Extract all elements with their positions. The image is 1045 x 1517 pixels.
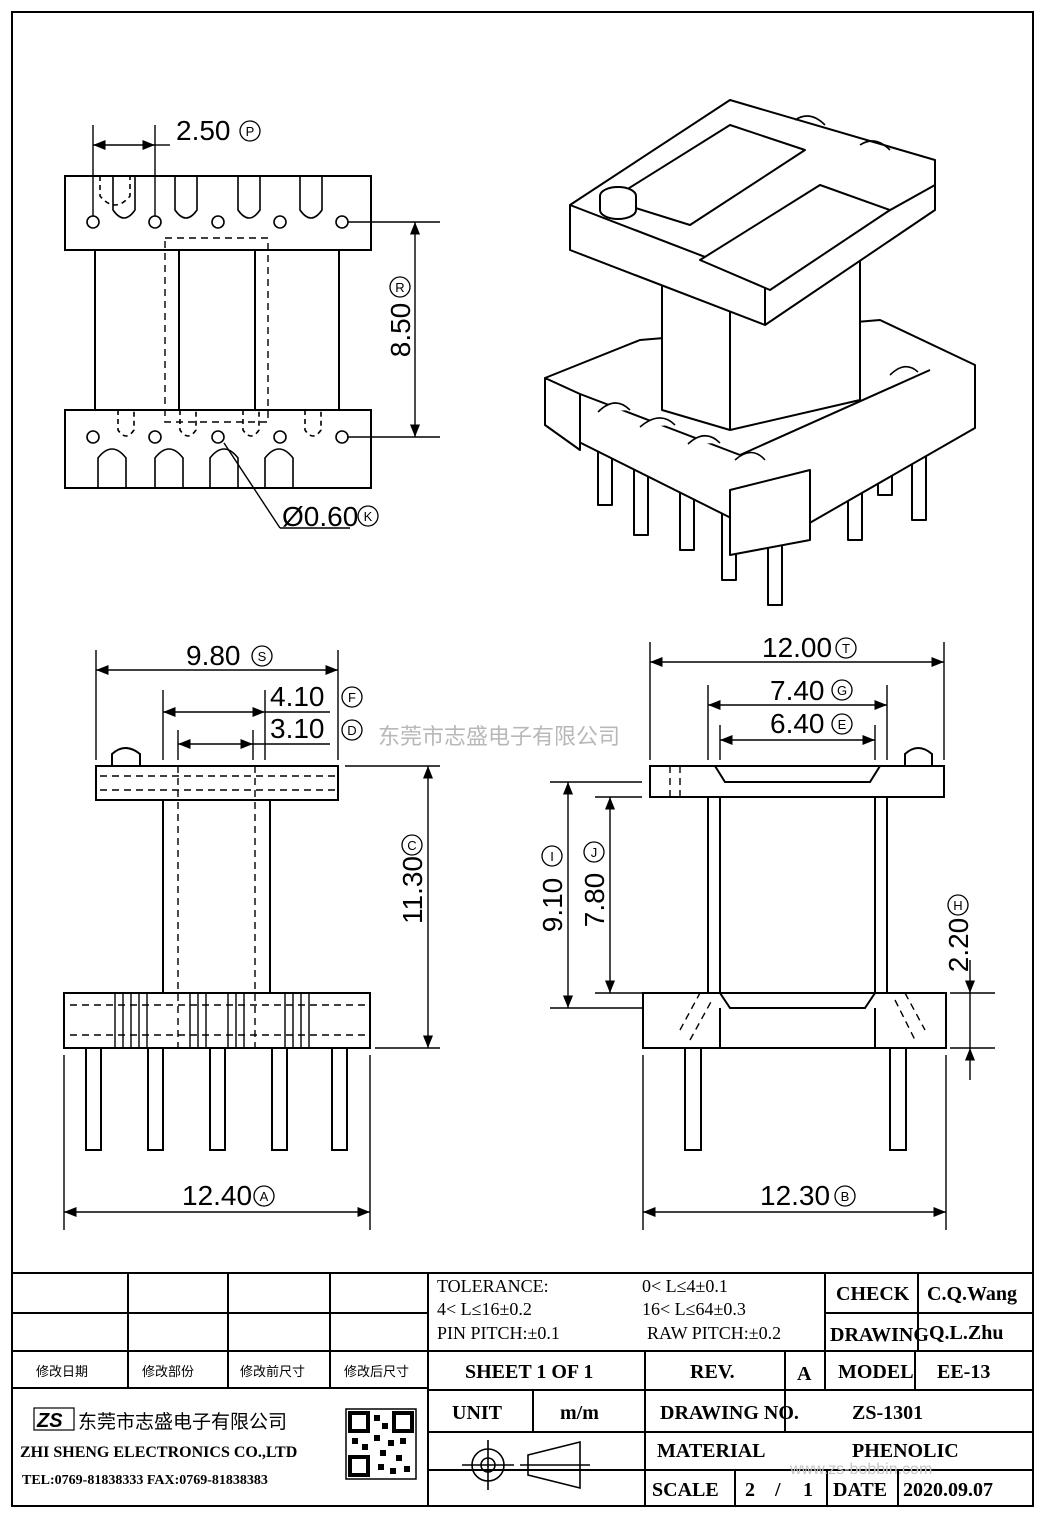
dim-row-distance: 8.50 — [385, 303, 416, 358]
dim-core-inner: 3.10 — [270, 713, 325, 744]
company-block: ZS 东莞市志盛电子有限公司 ZHI SHENG ELECTRONICS CO.… — [20, 1407, 417, 1488]
drawing-no-value: ZS-1301 — [852, 1402, 923, 1424]
drawing-value: Q.L.Zhu — [929, 1322, 1003, 1344]
projection-symbol-icon — [462, 1440, 590, 1490]
dim-core-outer: 4.10 — [270, 681, 325, 712]
material-value: PHENOLIC — [852, 1440, 959, 1462]
svg-text:P: P — [246, 124, 255, 139]
svg-text:A: A — [260, 1189, 269, 1204]
company-name-cn: 东莞市志盛电子有限公司 — [78, 1411, 287, 1433]
front-view — [63, 747, 371, 1151]
scale-sep: / — [774, 1479, 781, 1501]
svg-text:E: E — [838, 717, 847, 732]
svg-text:G: G — [837, 683, 847, 698]
dim-base-width-front: 12.40 — [182, 1180, 252, 1211]
dim-height-j: 7.80 — [579, 873, 610, 928]
svg-text:D: D — [347, 723, 356, 738]
scale-den: 1 — [803, 1479, 813, 1501]
side-view-dimensions — [550, 642, 995, 1230]
svg-text:K: K — [364, 509, 373, 524]
svg-text:B: B — [841, 1189, 850, 1204]
scale-label: SCALE — [652, 1479, 719, 1501]
company-name-en: ZHI SHENG ELECTRONICS CO.,LTD — [20, 1444, 297, 1461]
svg-text:T: T — [842, 641, 850, 656]
date-value: 2020.09.07 — [903, 1479, 993, 1501]
watermark-url: www.zs-bobbin.com — [789, 1461, 932, 1478]
watermark-company: 东莞市志盛电子有限公司 — [378, 725, 620, 750]
dim-width-side: 12.00 — [762, 632, 832, 663]
svg-text:J: J — [591, 845, 598, 860]
rev-value: A — [797, 1363, 812, 1385]
date-label: DATE — [833, 1479, 887, 1501]
side-view — [642, 747, 947, 1151]
dim-pin-pitch: 2.50 — [176, 115, 231, 146]
title-block-text: TOLERANCE: 0< L≤4±0.1 4< L≤16±0.2 16< L≤… — [36, 1276, 1017, 1501]
svg-text:F: F — [348, 690, 356, 705]
rev-header-part: 修改部份 — [142, 1365, 194, 1380]
front-view-dimension-labels: 9.80 S 4.10 F 3.10 D 11.30 C 12.40 A — [182, 640, 428, 1211]
rev-header-date: 修改日期 — [36, 1365, 88, 1380]
side-view-dimension-labels: 12.00 T 7.40 G 6.40 E 9.10 I 7.80 J 2.20… — [537, 632, 974, 1211]
isometric-view — [544, 99, 976, 606]
title-block-grid — [11, 1272, 1034, 1507]
company-tel-fax: TEL:0769-81838333 FAX:0769-81838383 — [22, 1473, 268, 1488]
dim-hole-diameter: Ø0.60 — [282, 501, 358, 532]
dim-window-inner: 6.40 — [770, 708, 825, 739]
dim-window-outer: 7.40 — [770, 675, 825, 706]
qr-code-icon — [345, 1408, 417, 1480]
svg-text:ZS: ZS — [36, 1410, 63, 1432]
dim-base-width-side: 12.30 — [760, 1180, 830, 1211]
dim-height-total: 11.30 — [397, 856, 428, 924]
svg-text:C: C — [407, 838, 416, 853]
sheet-number: SHEET 1 OF 1 — [465, 1361, 593, 1383]
drawing-no-label: DRAWING NO. — [660, 1402, 799, 1424]
rev-header-after: 修改后尺寸 — [344, 1365, 409, 1380]
unit-label: UNIT — [452, 1402, 503, 1424]
model-value: EE-13 — [937, 1361, 990, 1383]
svg-text:R: R — [395, 280, 404, 295]
dim-height-i: 9.10 — [537, 878, 568, 933]
tolerance-1: 0< L≤4±0.1 — [642, 1276, 728, 1296]
front-view-dimensions — [63, 650, 440, 1230]
drawing-label: DRAWING — [830, 1324, 929, 1346]
check-value: C.Q.Wang — [927, 1283, 1017, 1305]
tolerance-3: 16< L≤64±0.3 — [642, 1299, 746, 1319]
top-view-dimension-labels: 2.50 P 8.50 R Ø0.60 K — [176, 115, 416, 532]
unit-value: m/m — [560, 1402, 599, 1424]
rev-label: REV. — [690, 1361, 735, 1383]
svg-text:S: S — [258, 649, 267, 664]
company-logo-icon: ZS — [33, 1407, 75, 1432]
dim-width-top: 9.80 — [186, 640, 241, 671]
rev-header-before: 修改前尺寸 — [240, 1364, 305, 1380]
tolerance-5: RAW PITCH:±0.2 — [647, 1323, 781, 1343]
tolerance-label: TOLERANCE: — [437, 1276, 549, 1296]
scale-num: 2 — [745, 1479, 755, 1501]
check-label: CHECK — [836, 1283, 910, 1305]
tolerance-2: 4< L≤16±0.2 — [437, 1299, 532, 1319]
model-label: MODEL — [838, 1361, 914, 1383]
svg-text:H: H — [953, 898, 962, 913]
top-view — [64, 175, 372, 489]
svg-text:I: I — [550, 849, 554, 864]
dim-base-height: 2.20 — [943, 918, 974, 973]
top-view-dimensions — [92, 125, 440, 529]
material-label: MATERIAL — [657, 1440, 766, 1462]
tolerance-4: PIN PITCH:±0.1 — [437, 1323, 560, 1343]
